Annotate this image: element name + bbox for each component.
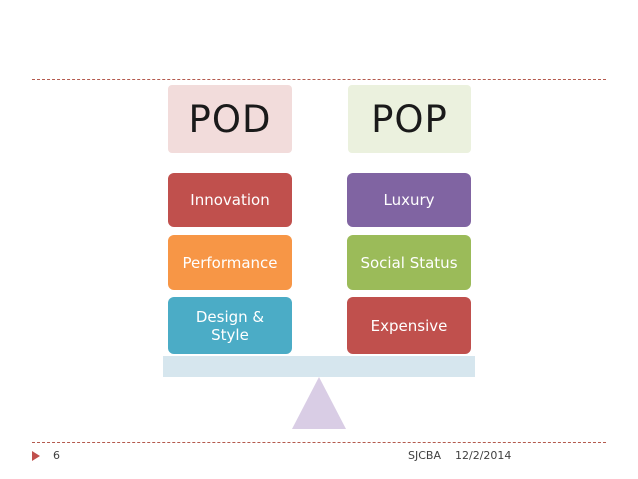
pop-header-label: POP (371, 97, 448, 141)
pop-item-expensive: Expensive (347, 297, 471, 354)
pod-item-label: Design & Style (195, 307, 265, 344)
footer-date: 12/2/2014 (455, 449, 512, 462)
pod-item-label: Innovation (190, 191, 270, 209)
top-divider (32, 79, 606, 80)
pod-item-innovation: Innovation (168, 173, 292, 227)
bottom-divider (32, 442, 606, 443)
fulcrum-triangle-icon (292, 377, 346, 429)
pod-item-design-style: Design & Style (168, 297, 292, 354)
pop-item-label: Luxury (383, 191, 435, 209)
pod-item-performance: Performance (168, 235, 292, 290)
slide-number: 6 (53, 449, 60, 462)
pop-item-social-status: Social Status (347, 235, 471, 290)
pop-item-label: Social Status (360, 253, 458, 272)
pod-item-label: Performance (182, 253, 278, 272)
pod-header: POD (168, 85, 292, 153)
balance-beam (163, 356, 475, 377)
play-arrow-icon (32, 451, 40, 461)
footer-organization: SJCBA (408, 449, 441, 462)
pop-item-label: Expensive (370, 316, 448, 335)
pop-item-luxury: Luxury (347, 173, 471, 227)
pop-header: POP (348, 85, 471, 153)
pod-header-label: POD (188, 97, 272, 141)
